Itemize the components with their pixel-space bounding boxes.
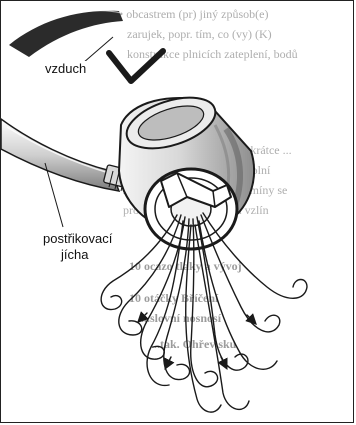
air-label-leader	[83, 37, 113, 63]
spray-nozzle-label-line2: jícha	[61, 247, 88, 262]
spray-nozzle-label-line1: postřikovací	[43, 231, 112, 246]
air-label: vzduch	[45, 61, 86, 76]
